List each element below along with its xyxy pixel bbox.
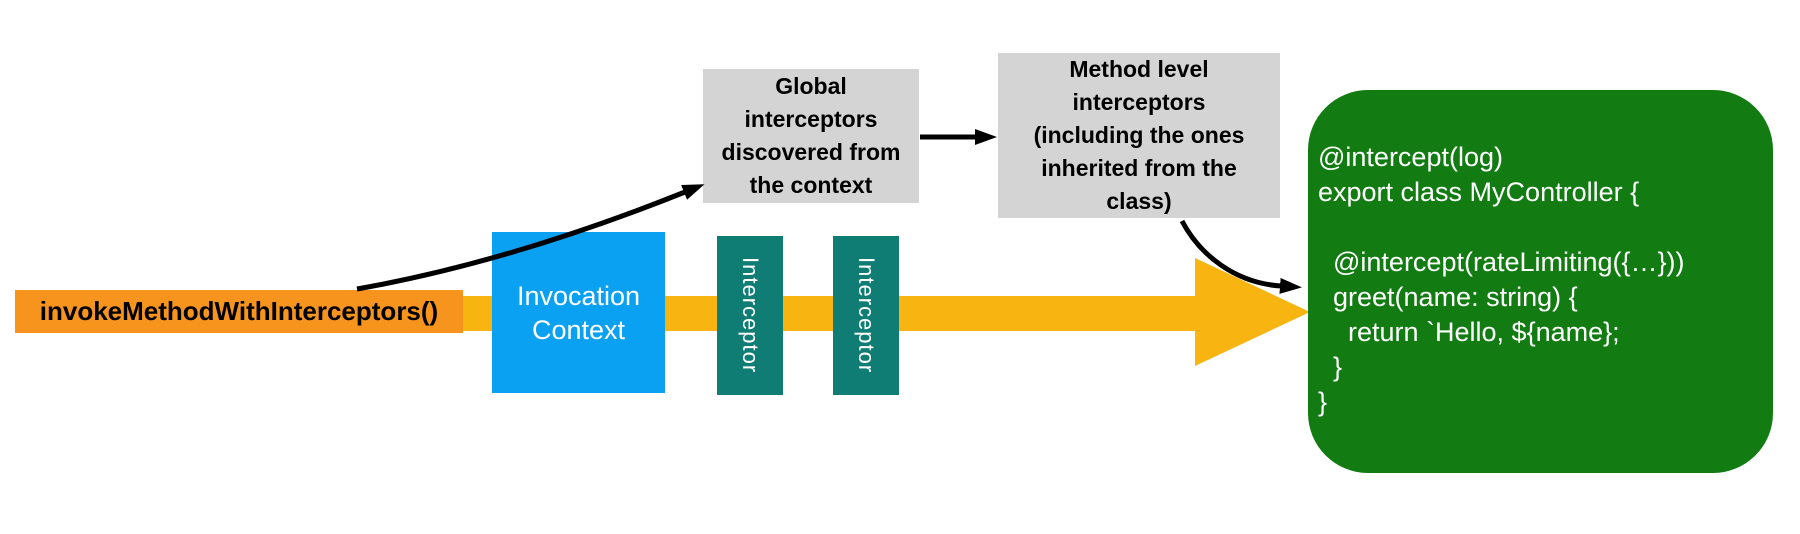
- interceptor-node-1: Interceptor: [717, 236, 783, 395]
- global-interceptors-label: Global interceptors discovered from the …: [721, 73, 901, 198]
- invoke-method-label: invokeMethodWithInterceptors(): [39, 296, 439, 326]
- method-level-interceptors-node: Method level interceptors (including the…: [998, 53, 1280, 218]
- interceptor-2-label: Interceptor: [854, 257, 879, 374]
- interceptor-1-label: Interceptor: [738, 257, 763, 374]
- interceptor-node-2: Interceptor: [833, 236, 899, 395]
- arrow-method-level-to-controller: [1179, 219, 1302, 294]
- controller-code-snippet: @intercept(log) export class MyControlle…: [1318, 142, 1685, 417]
- invocation-context-label: Invocation Context: [516, 280, 641, 345]
- invocation-context-node: Invocation Context: [492, 232, 665, 393]
- invoke-method-node: invokeMethodWithInterceptors(): [15, 290, 463, 333]
- controller-code-node: @intercept(log) export class MyControlle…: [1308, 90, 1773, 473]
- flow-arrow-head: [1195, 258, 1310, 366]
- method-level-interceptors-label: Method level interceptors (including the…: [1033, 56, 1245, 214]
- global-interceptors-node: Global interceptors discovered from the …: [703, 69, 919, 203]
